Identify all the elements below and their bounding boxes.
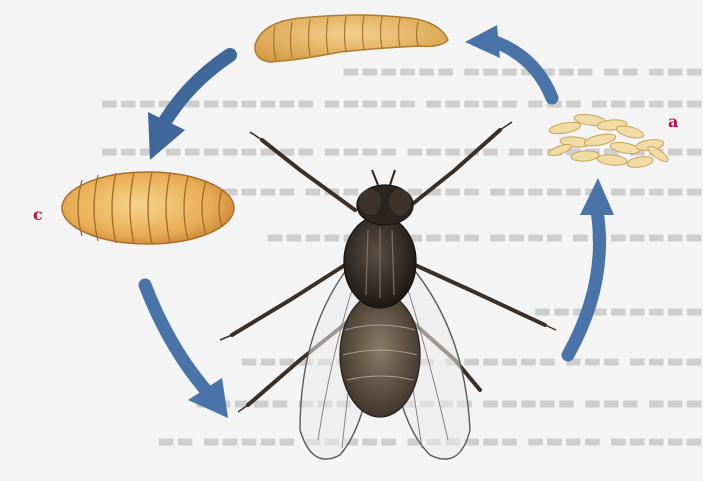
larva-illustration: [255, 15, 448, 62]
adult-fly-illustration: [220, 122, 556, 459]
eggs-cluster: [547, 113, 670, 169]
pupa-illustration: [62, 172, 234, 244]
cycle-arrow-top-right: [465, 25, 552, 98]
stage-label-a: a: [668, 112, 678, 131]
stage-label-c: c: [33, 205, 43, 224]
cycle-arrow-right-up: [568, 178, 614, 355]
cycle-arrow-left-bottom: [145, 285, 228, 418]
cycle-arrow-top-left: [148, 55, 230, 160]
